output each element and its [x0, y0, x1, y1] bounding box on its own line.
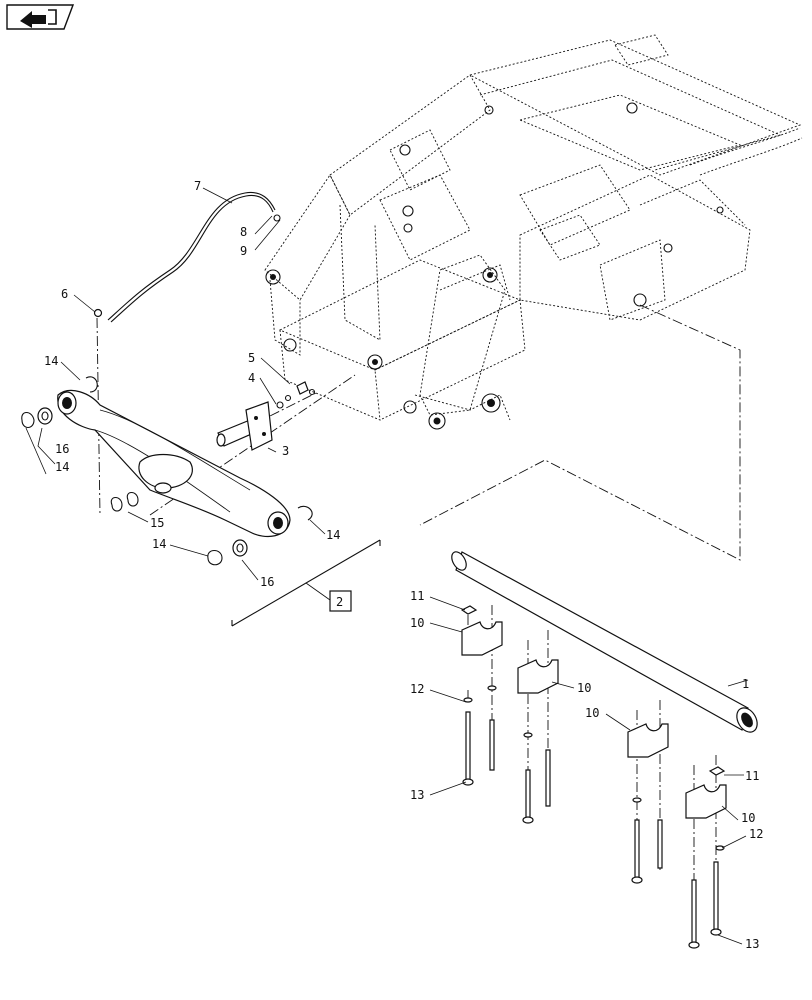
callout-10-a: 10 [410, 616, 424, 630]
callout-5: 5 [248, 351, 255, 365]
washers-part-12 [463, 685, 725, 851]
callout-11-a: 11 [410, 589, 424, 603]
callout-2: 2 [336, 595, 343, 609]
callout-1: 1 [742, 677, 749, 691]
callout-6: 6 [61, 287, 68, 301]
callout-10-c: 10 [585, 706, 599, 720]
callout-13-a: 13 [410, 788, 424, 802]
callout-14-c: 14 [326, 528, 340, 542]
reference-bracket [231, 539, 381, 627]
callout-4: 4 [248, 371, 255, 385]
pivot-pin-part-3 [216, 381, 316, 451]
cable-part-7 [93, 191, 281, 323]
callout-14-d: 14 [152, 537, 166, 551]
mounting-blocks-part-10 [461, 621, 727, 819]
callout-14-a: 14 [44, 354, 58, 368]
shaft-part-1 [451, 551, 758, 733]
callout-10-d: 10 [741, 811, 755, 825]
snap-rings-and-bushings [21, 376, 313, 566]
chassis-frame [264, 34, 803, 430]
oscillating-beam [57, 390, 291, 538]
callout-3: 3 [282, 444, 289, 458]
callout-12-b: 12 [749, 827, 763, 841]
callout-16-b: 16 [260, 575, 274, 589]
callout-9: 9 [240, 244, 247, 258]
callout-16-a: 16 [55, 442, 69, 456]
page-back-arrow-icon[interactable] [6, 4, 75, 30]
callout-11-b: 11 [745, 769, 759, 783]
callout-labels: 1 2 3 4 5 6 7 8 9 10 10 10 10 11 11 12 1… [44, 179, 763, 951]
bolts-part-13 [462, 711, 722, 949]
caps-part-11 [460, 605, 726, 776]
callout-10-b: 10 [577, 681, 591, 695]
callout-12-a: 12 [410, 682, 424, 696]
leader-lines [25, 187, 749, 945]
callout-8: 8 [240, 225, 247, 239]
callout-7: 7 [194, 179, 201, 193]
callout-13-b: 13 [745, 937, 759, 951]
callout-15: 15 [150, 516, 164, 530]
callout-14-b: 14 [55, 460, 69, 474]
